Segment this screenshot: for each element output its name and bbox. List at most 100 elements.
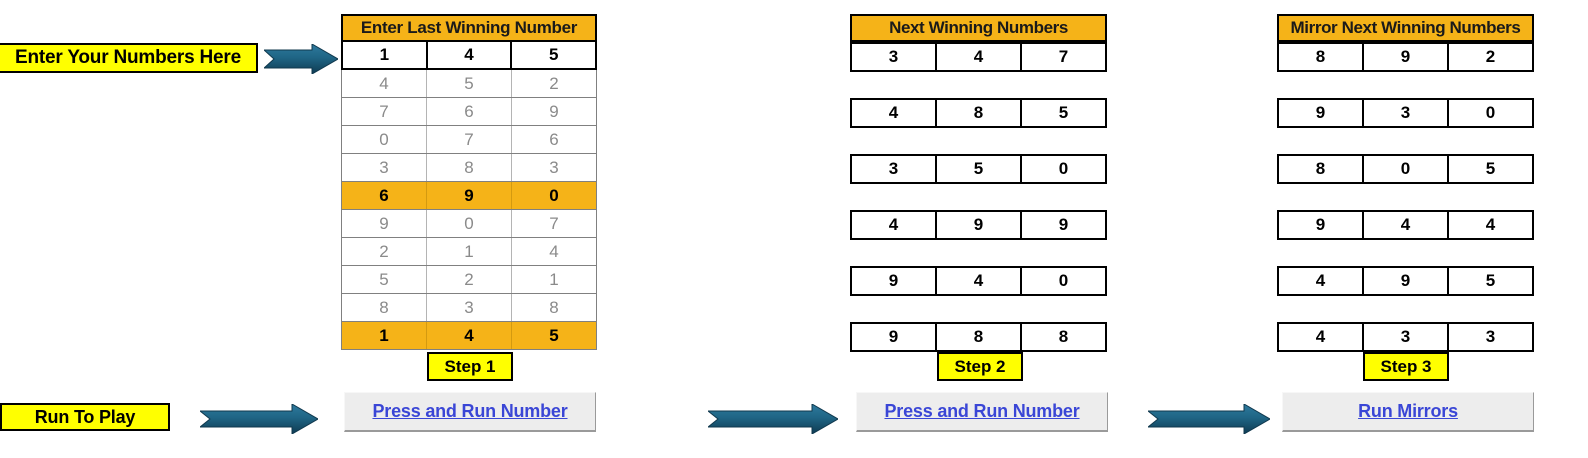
table3-cell[interactable]: 4 xyxy=(1279,324,1364,350)
table1-cell[interactable]: 7 xyxy=(512,210,596,237)
table3-cell[interactable]: 0 xyxy=(1364,156,1449,182)
table1-cell[interactable]: 2 xyxy=(427,266,512,293)
table1-cell[interactable]: 1 xyxy=(342,322,427,349)
table3-cell[interactable]: 2 xyxy=(1485,47,1496,66)
table3-cell[interactable]: 4 xyxy=(1364,212,1449,238)
table2-cell[interactable]: 0 xyxy=(1058,271,1069,290)
table1-cell[interactable]: 8 xyxy=(512,294,596,321)
table1-cell[interactable]: 0 xyxy=(342,126,427,153)
table1-cell[interactable]: 6 xyxy=(427,98,512,125)
table1-cell[interactable]: 1 xyxy=(343,42,428,68)
table1-cell[interactable]: 4 xyxy=(427,42,513,68)
table2-cell[interactable]: 3 xyxy=(852,156,937,182)
table3-cell[interactable]: 9 xyxy=(1279,212,1364,238)
table2-cell[interactable]: 3 xyxy=(852,44,937,70)
table2-cell[interactable]: 8 xyxy=(937,100,1022,126)
table2-cell[interactable]: 4 xyxy=(937,44,1022,70)
run-mirrors-button[interactable]: Run Mirrors xyxy=(1282,392,1534,432)
table3-cell[interactable]: 3 xyxy=(1364,324,1449,350)
press-and-run-number-button-2[interactable]: Press and Run Number xyxy=(856,392,1108,432)
table2-cell[interactable]: 5 xyxy=(1058,103,1069,122)
table1-cell[interactable]: 5 xyxy=(512,322,596,349)
table1-cell[interactable]: 0 xyxy=(512,182,596,209)
table1-cell[interactable]: 7 xyxy=(342,98,427,125)
table1-cell[interactable]: 1 xyxy=(427,238,512,265)
table3-cell[interactable]: 8 xyxy=(1279,44,1364,70)
table3-cell[interactable]: 9 xyxy=(1364,268,1449,294)
table3-cell[interactable]: 0 xyxy=(1485,103,1496,122)
table2-cell[interactable]: 8 xyxy=(1058,327,1069,346)
table2-cell[interactable]: 4 xyxy=(937,268,1022,294)
table2-cell[interactable]: 0 xyxy=(1058,159,1069,178)
table2-cell[interactable]: 9 xyxy=(852,268,937,294)
table2-cell[interactable]: 8 xyxy=(937,324,1022,350)
table1-cell[interactable]: 5 xyxy=(427,70,512,97)
table3-cell[interactable]: 3 xyxy=(1485,327,1496,346)
table1-cell[interactable]: 3 xyxy=(512,154,596,181)
table3-cell[interactable]: 9 xyxy=(1279,100,1364,126)
table1-cell[interactable]: 2 xyxy=(342,238,427,265)
table3-cell[interactable]: 8 xyxy=(1279,156,1364,182)
table3-cell[interactable]: 5 xyxy=(1485,271,1496,290)
table1-cell[interactable]: 8 xyxy=(427,154,512,181)
table1-cell[interactable]: 9 xyxy=(342,210,427,237)
table2-cell[interactable]: 4 xyxy=(852,100,937,126)
table1-cell[interactable]: 8 xyxy=(342,294,427,321)
table2-cell[interactable]: 7 xyxy=(1058,47,1069,66)
table3-cell[interactable]: 5 xyxy=(1485,159,1496,178)
table1-cell[interactable]: 9 xyxy=(512,98,596,125)
table3-cell[interactable]: 9 xyxy=(1364,44,1449,70)
table1-cell[interactable]: 7 xyxy=(427,126,512,153)
table2-cell[interactable]: 9 xyxy=(937,212,1022,238)
table1-cell[interactable]: 2 xyxy=(512,70,596,97)
table3-cell[interactable]: 4 xyxy=(1485,215,1496,234)
table1-cell[interactable]: 1 xyxy=(512,266,596,293)
table1-cell[interactable]: 4 xyxy=(427,322,512,349)
table1-cell[interactable]: 3 xyxy=(342,154,427,181)
table2-cell[interactable]: 4 xyxy=(852,212,937,238)
table1-cell[interactable]: 3 xyxy=(427,294,512,321)
table2-cell[interactable]: 5 xyxy=(937,156,1022,182)
press-and-run-number-label-1: Press and Run Number xyxy=(372,401,568,421)
table1-cell[interactable]: 5 xyxy=(512,42,596,68)
press-and-run-number-button-1[interactable]: Press and Run Number xyxy=(344,392,596,432)
table1-cell[interactable]: 4 xyxy=(342,70,427,97)
table1-cell[interactable]: 6 xyxy=(342,182,427,209)
table2-cell[interactable]: 9 xyxy=(852,324,937,350)
table1-cell[interactable]: 6 xyxy=(512,126,596,153)
table3-cell[interactable]: 4 xyxy=(1279,268,1364,294)
table1-cell[interactable]: 4 xyxy=(512,238,596,265)
table3-cell[interactable]: 3 xyxy=(1364,100,1449,126)
table1-cell[interactable]: 5 xyxy=(342,266,427,293)
table1-cell[interactable]: 9 xyxy=(427,182,512,209)
table2-cell[interactable]: 9 xyxy=(1058,215,1069,234)
run-to-play-label: Run To Play xyxy=(0,403,170,431)
table1-cell[interactable]: 0 xyxy=(427,210,512,237)
